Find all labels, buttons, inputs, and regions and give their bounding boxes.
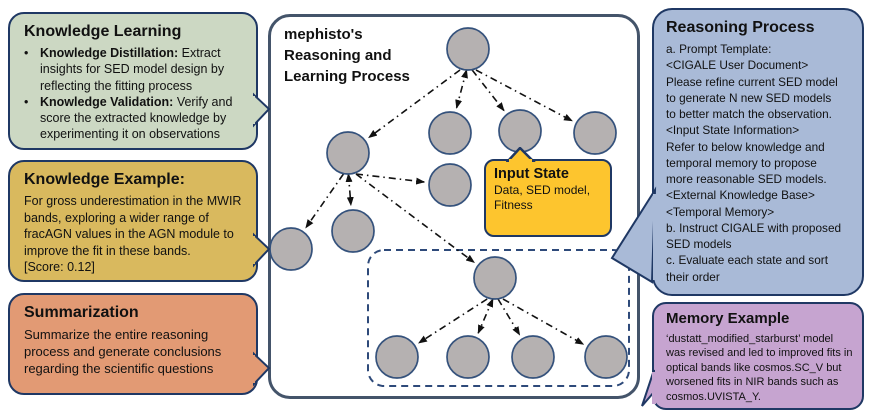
knowledge-example-tail bbox=[253, 232, 271, 268]
bullet-icon: • bbox=[24, 46, 29, 60]
input-state-callout: Input State Data, SED model, Fitness bbox=[484, 147, 612, 237]
memory-example-title: Memory Example bbox=[666, 310, 790, 327]
bullet-icon: • bbox=[24, 94, 29, 109]
bullet-text: Knowledge Distillation: Extract insights… bbox=[40, 46, 225, 93]
bullet-item: • Knowledge Distillation: Extract insigh… bbox=[24, 45, 244, 94]
center-panel-title: mephisto's Reasoning and Learning Proces… bbox=[284, 26, 410, 85]
input-state-pointer bbox=[506, 147, 536, 162]
summarization-title: Summarization bbox=[24, 304, 139, 321]
reasoning-process-title: Reasoning Process bbox=[666, 19, 815, 36]
knowledge-learning-callout: Knowledge Learning • Knowledge Distillat… bbox=[8, 12, 271, 150]
reasoning-process-body: a. Prompt Template: <CIGALE User Documen… bbox=[666, 42, 842, 284]
bullet-item: • Knowledge Validation: Verify and score… bbox=[24, 94, 244, 143]
memory-example-body: ‘dustatt_modified_starburst’ model was r… bbox=[666, 332, 853, 403]
bullet-text: Knowledge Validation: Verify and score t… bbox=[40, 94, 233, 142]
summarization-callout: Summarization Summarize the entire reaso… bbox=[8, 293, 271, 395]
summarization-tail bbox=[253, 351, 271, 387]
memory-example-callout: Memory Example ‘dustatt_modified_starbur… bbox=[641, 302, 864, 410]
reasoning-process-callout: Reasoning Process a. Prompt Template: <C… bbox=[610, 8, 864, 296]
knowledge-example-body: For gross underestimation in the MWIR ba… bbox=[24, 194, 242, 258]
input-state-title: Input State bbox=[494, 166, 569, 182]
memory-example-tail bbox=[641, 369, 656, 407]
knowledge-example-title: Knowledge Example: bbox=[24, 171, 185, 188]
reasoning-process-tail bbox=[610, 186, 657, 284]
knowledge-learning-tail bbox=[253, 92, 271, 128]
knowledge-example-score: [Score: 0.12] bbox=[24, 260, 95, 274]
knowledge-example-callout: Knowledge Example: For gross underestima… bbox=[8, 160, 271, 282]
summarization-body: Summarize the entire reasoning process a… bbox=[24, 327, 222, 377]
input-state-body: Data, SED model, Fitness bbox=[494, 183, 591, 212]
knowledge-learning-title: Knowledge Learning bbox=[24, 23, 182, 40]
